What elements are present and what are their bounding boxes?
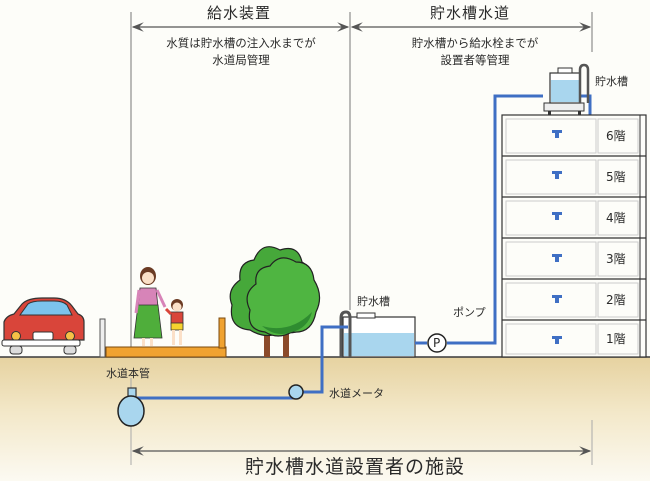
- water-main-pipe: [117, 395, 145, 427]
- building: [501, 114, 647, 358]
- child-illustration: [164, 299, 184, 345]
- section-note-water-supply-device: 水質は貯水槽の注入水までが 水道局管理: [148, 35, 334, 69]
- rooftop-water-tank: [543, 63, 590, 115]
- tree-illustration: [229, 246, 321, 357]
- ground-water-tank: [339, 310, 416, 358]
- floor-label-2: 2階: [606, 293, 626, 307]
- section-title-water-supply-device: 給水装置: [207, 4, 272, 22]
- floor-label-4: 4階: [606, 211, 626, 225]
- floor-label-1: 1階: [606, 332, 626, 346]
- floor-label-6: 6階: [606, 129, 626, 143]
- sidewalk-platform: [105, 346, 227, 358]
- ground-tank-label: 貯水槽: [357, 295, 390, 308]
- ground: [0, 357, 650, 481]
- water-meter: [288, 384, 304, 400]
- pump-icon: [427, 333, 447, 353]
- water-main-label: 水道本管: [106, 367, 150, 380]
- note-line-2: 水道局管理: [212, 53, 270, 67]
- note-line-1: 水質は貯水槽の注入水までが: [166, 36, 316, 50]
- water-meter-label: 水道メータ: [329, 387, 384, 400]
- note-line-2: 設置者等管理: [440, 53, 510, 67]
- section-title-storage-tank-waterworks: 貯水槽水道: [430, 4, 511, 22]
- section-note-storage-tank-waterworks: 貯水槽から給水栓までが 設置者等管理: [390, 35, 560, 69]
- floor-label-3: 3階: [606, 252, 626, 266]
- pump-label: ポンプ: [453, 306, 486, 319]
- facility-span-label: 貯水槽水道設置者の施設: [245, 456, 466, 478]
- car-illustration: [1, 297, 85, 355]
- woman-illustration: [133, 267, 167, 346]
- rooftop-tank-label: 貯水槽: [595, 75, 628, 88]
- pump-symbol: P: [433, 336, 441, 350]
- floor-label-5: 5階: [606, 170, 626, 184]
- bollard: [99, 318, 106, 358]
- note-line-1: 貯水槽から給水栓までが: [411, 36, 539, 50]
- faucet-icons: [552, 130, 562, 344]
